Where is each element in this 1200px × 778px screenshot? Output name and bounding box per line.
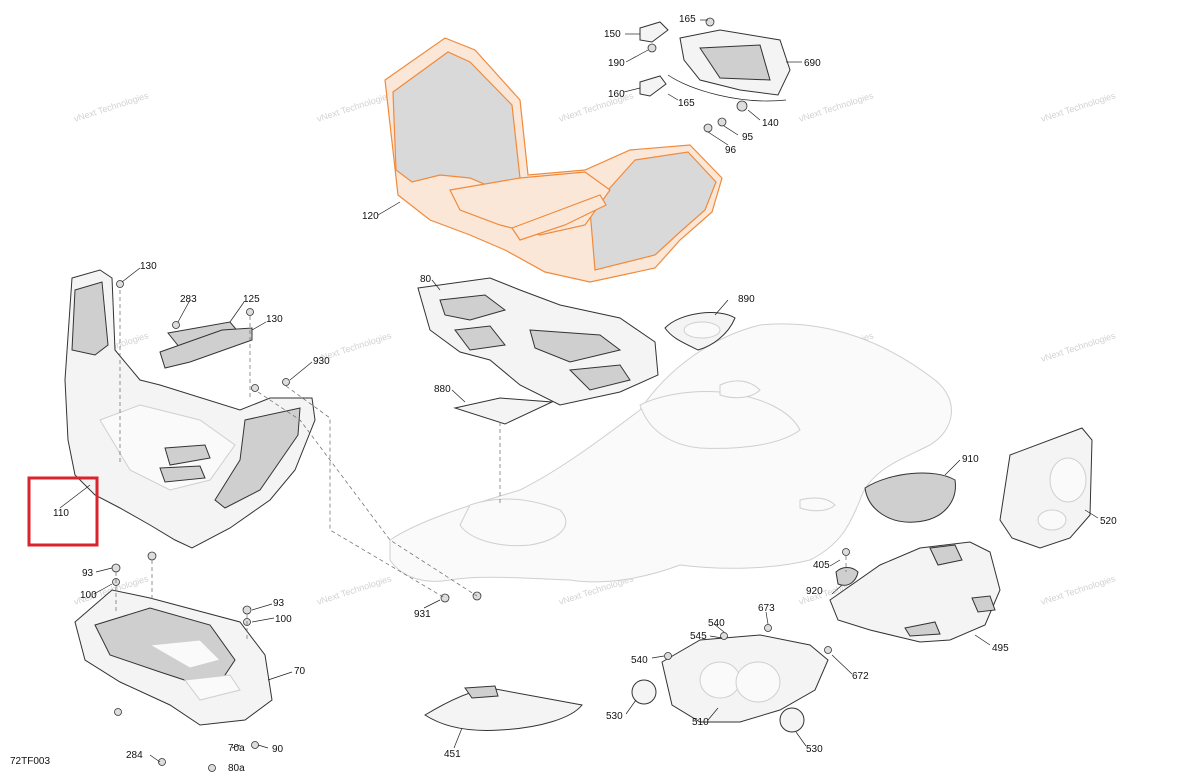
callout-100[interactable]: 100: [275, 614, 292, 625]
callout-95[interactable]: 95: [742, 132, 754, 143]
bracket-part-80[interactable]: [417, 277, 659, 406]
front-rack-part-120[interactable]: [384, 37, 723, 283]
panel-part-495[interactable]: [829, 541, 1001, 643]
top-hardware-group: [639, 17, 791, 133]
callout-150[interactable]: 150: [604, 29, 621, 40]
callout-80a[interactable]: 80a: [228, 763, 245, 774]
callout-190[interactable]: 190: [608, 58, 625, 69]
screw-hardware: [158, 758, 166, 766]
highlight-box-110: [27, 476, 99, 547]
callout-284[interactable]: 284: [126, 750, 143, 761]
mat-part-451[interactable]: [424, 687, 583, 731]
leader-lines: [59, 19, 1099, 763]
nut-hardware: [111, 563, 121, 573]
watermark: vNext Technologies: [1040, 573, 1118, 607]
callout-530[interactable]: 530: [806, 744, 823, 755]
callout-130[interactable]: 130: [266, 314, 283, 325]
lid-opening: [683, 321, 721, 339]
callout-70a[interactable]: 70a: [228, 743, 245, 754]
callout-880[interactable]: 880: [434, 384, 451, 395]
callout-165[interactable]: 165: [679, 14, 696, 25]
screw-hardware: [116, 280, 124, 288]
diagram-reference-code: 72TF003: [10, 756, 50, 767]
fender-part-110[interactable]: [64, 269, 316, 549]
screw-hardware: [246, 308, 254, 316]
callout-130[interactable]: 130: [140, 261, 157, 272]
callout-931[interactable]: 931: [414, 609, 431, 620]
pad-part-910[interactable]: [864, 472, 956, 523]
watermark: vNext Technologies: [316, 90, 394, 124]
nut-hardware: [242, 605, 252, 615]
callout-283[interactable]: 283: [180, 294, 197, 305]
callout-120[interactable]: 120: [362, 211, 379, 222]
callout-labels: 150 165 190 160 165 690 140 95 96 120 80…: [53, 14, 1117, 774]
screw-hardware: [251, 384, 259, 392]
callout-93[interactable]: 93: [273, 598, 285, 609]
screw-hardware: [824, 646, 832, 654]
screw-hardware: [440, 593, 450, 603]
callout-540[interactable]: 540: [708, 618, 725, 629]
screw-hardware: [114, 708, 122, 716]
watermark: vNext Technologies: [1040, 330, 1118, 364]
callout-690[interactable]: 690: [804, 58, 821, 69]
callout-405[interactable]: 405: [813, 560, 830, 571]
screw-hardware: [720, 632, 728, 640]
callout-125[interactable]: 125: [243, 294, 260, 305]
callout-93[interactable]: 93: [82, 568, 94, 579]
callout-70[interactable]: 70: [294, 666, 306, 677]
callout-890[interactable]: 890: [738, 294, 755, 305]
ghost-body-outline: [389, 323, 952, 583]
callout-100[interactable]: 100: [80, 590, 97, 601]
screw-hardware: [842, 548, 850, 556]
grommet-part-920[interactable]: [835, 567, 859, 586]
screw-hardware: [764, 624, 772, 632]
callout-96[interactable]: 96: [725, 145, 737, 156]
callout-451[interactable]: 451: [444, 749, 461, 760]
callout-90[interactable]: 90: [272, 744, 284, 755]
frame-part-510[interactable]: [661, 634, 829, 723]
callout-673[interactable]: 673: [758, 603, 775, 614]
callout-520[interactable]: 520: [1100, 516, 1117, 527]
nut-hardware: [147, 551, 157, 561]
assembly-lines: [115, 290, 847, 640]
callout-495[interactable]: 495: [992, 643, 1009, 654]
screw-hardware: [172, 321, 180, 329]
callout-672[interactable]: 672: [852, 671, 869, 682]
screw-hardware: [251, 741, 259, 749]
callout-540[interactable]: 540: [631, 655, 648, 666]
callout-140[interactable]: 140: [762, 118, 779, 129]
callout-160[interactable]: 160: [608, 89, 625, 100]
callout-510[interactable]: 510: [692, 717, 709, 728]
watermark: vNext Technologies: [798, 90, 876, 124]
screw-hardware: [208, 764, 216, 772]
bracket-part-125[interactable]: [159, 327, 253, 369]
callout-530[interactable]: 530: [606, 711, 623, 722]
callout-110[interactable]: 110: [53, 508, 69, 519]
screw-hardware: [664, 652, 672, 660]
callout-165[interactable]: 165: [678, 98, 695, 109]
cap-part-530[interactable]: [779, 707, 805, 733]
pad-part-880[interactable]: [453, 397, 554, 425]
callout-930[interactable]: 930: [313, 356, 330, 367]
callout-910[interactable]: 910: [962, 454, 979, 465]
screw-hardware: [282, 378, 290, 386]
mat-part-451-edge: [464, 685, 499, 699]
watermark: vNext Technologies: [73, 90, 151, 124]
callout-80[interactable]: 80: [420, 274, 432, 285]
cap-part-530[interactable]: [631, 679, 657, 705]
housing-part-520[interactable]: [999, 427, 1093, 549]
watermark: vNext Technologies: [1040, 90, 1118, 124]
callout-920[interactable]: 920: [806, 586, 823, 597]
watermark: vNext Technologies: [316, 573, 394, 607]
callout-545[interactable]: 545: [690, 631, 707, 642]
tray-part-70[interactable]: [74, 589, 273, 726]
